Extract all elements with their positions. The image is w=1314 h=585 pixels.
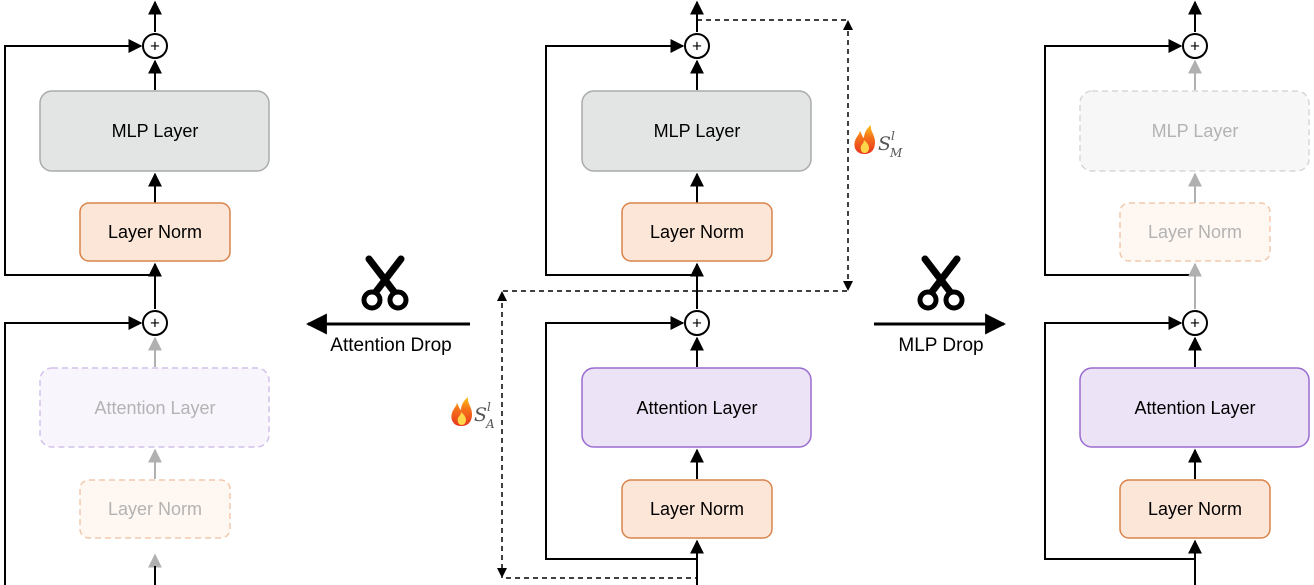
left-attn-residual bbox=[4, 316, 143, 585]
left-layer-norm-mlp: Layer Norm bbox=[79, 202, 231, 262]
scissors-icon bbox=[361, 255, 409, 311]
attn-score-label: S l A bbox=[451, 397, 495, 431]
center-plus-bottom: + bbox=[684, 310, 710, 336]
svg-text:+: + bbox=[692, 313, 702, 332]
left-attention-layer-dropped: Attention Layer bbox=[39, 367, 270, 448]
right-plus-bottom: + bbox=[1182, 310, 1208, 336]
center-mlp-layer: MLP Layer bbox=[581, 90, 812, 172]
svg-text:+: + bbox=[150, 313, 160, 332]
attention-drop-label: Attention Drop bbox=[330, 335, 451, 356]
flame-icon bbox=[854, 125, 875, 154]
svg-text:+: + bbox=[150, 36, 160, 55]
svg-text:A: A bbox=[485, 417, 495, 431]
right-block: + + MLP Layer Layer Norm Attention Layer… bbox=[1044, 0, 1310, 585]
svg-text:S: S bbox=[878, 133, 891, 155]
mlp-drop-operation: MLP Drop bbox=[874, 255, 1007, 356]
center-attn-residual bbox=[545, 316, 697, 560]
right-layer-norm-attn: Layer Norm bbox=[1119, 479, 1271, 539]
attention-drop-operation: Attention Drop bbox=[305, 255, 470, 356]
svg-text:+: + bbox=[692, 36, 702, 55]
center-layer-norm-attn: Layer Norm bbox=[621, 479, 773, 539]
svg-text:Attention Layer: Attention Layer bbox=[1134, 398, 1255, 418]
left-plus-top: + bbox=[142, 33, 168, 59]
left-plus-bottom: + bbox=[142, 310, 168, 336]
svg-text:Layer Norm: Layer Norm bbox=[1148, 222, 1242, 242]
svg-text:Layer Norm: Layer Norm bbox=[108, 499, 202, 519]
right-layer-norm-mlp-dropped: Layer Norm bbox=[1119, 202, 1271, 262]
flame-icon bbox=[451, 397, 472, 426]
svg-text:M: M bbox=[889, 146, 903, 160]
svg-text:Attention Layer: Attention Layer bbox=[636, 398, 757, 418]
mlp-score-span bbox=[697, 19, 853, 292]
left-block: + + MLP Layer Layer Norm Attention Layer… bbox=[4, 0, 270, 585]
svg-text:Layer Norm: Layer Norm bbox=[108, 222, 202, 242]
right-plus-top: + bbox=[1182, 33, 1208, 59]
mlp-score-label: S l M bbox=[854, 125, 903, 160]
svg-text:Attention Layer: Attention Layer bbox=[94, 398, 215, 418]
mlp-drop-label: MLP Drop bbox=[898, 335, 983, 356]
right-attn-residual bbox=[1044, 316, 1195, 560]
scissors-icon bbox=[917, 255, 965, 311]
svg-text:l: l bbox=[891, 129, 895, 143]
svg-text:+: + bbox=[1190, 36, 1200, 55]
left-mlp-layer: MLP Layer bbox=[39, 90, 270, 172]
svg-text:MLP Layer: MLP Layer bbox=[112, 121, 199, 141]
attn-score-span bbox=[497, 290, 697, 579]
svg-text:Layer Norm: Layer Norm bbox=[650, 222, 744, 242]
center-block: + + MLP Layer Layer Norm Attention Layer… bbox=[451, 0, 903, 585]
right-mlp-layer-dropped: MLP Layer bbox=[1079, 90, 1310, 172]
svg-text:Layer Norm: Layer Norm bbox=[650, 499, 744, 519]
svg-text:S: S bbox=[474, 404, 487, 426]
right-attention-layer: Attention Layer bbox=[1079, 367, 1310, 448]
center-attention-layer: Attention Layer bbox=[581, 367, 812, 448]
svg-text:MLP Layer: MLP Layer bbox=[1152, 121, 1239, 141]
left-layer-norm-attn-dropped: Layer Norm bbox=[79, 479, 231, 539]
svg-text:Layer Norm: Layer Norm bbox=[1148, 499, 1242, 519]
svg-text:MLP Layer: MLP Layer bbox=[654, 121, 741, 141]
center-layer-norm-mlp: Layer Norm bbox=[621, 202, 773, 262]
svg-text:+: + bbox=[1190, 313, 1200, 332]
center-plus-top: + bbox=[684, 33, 710, 59]
svg-text:l: l bbox=[487, 400, 491, 414]
